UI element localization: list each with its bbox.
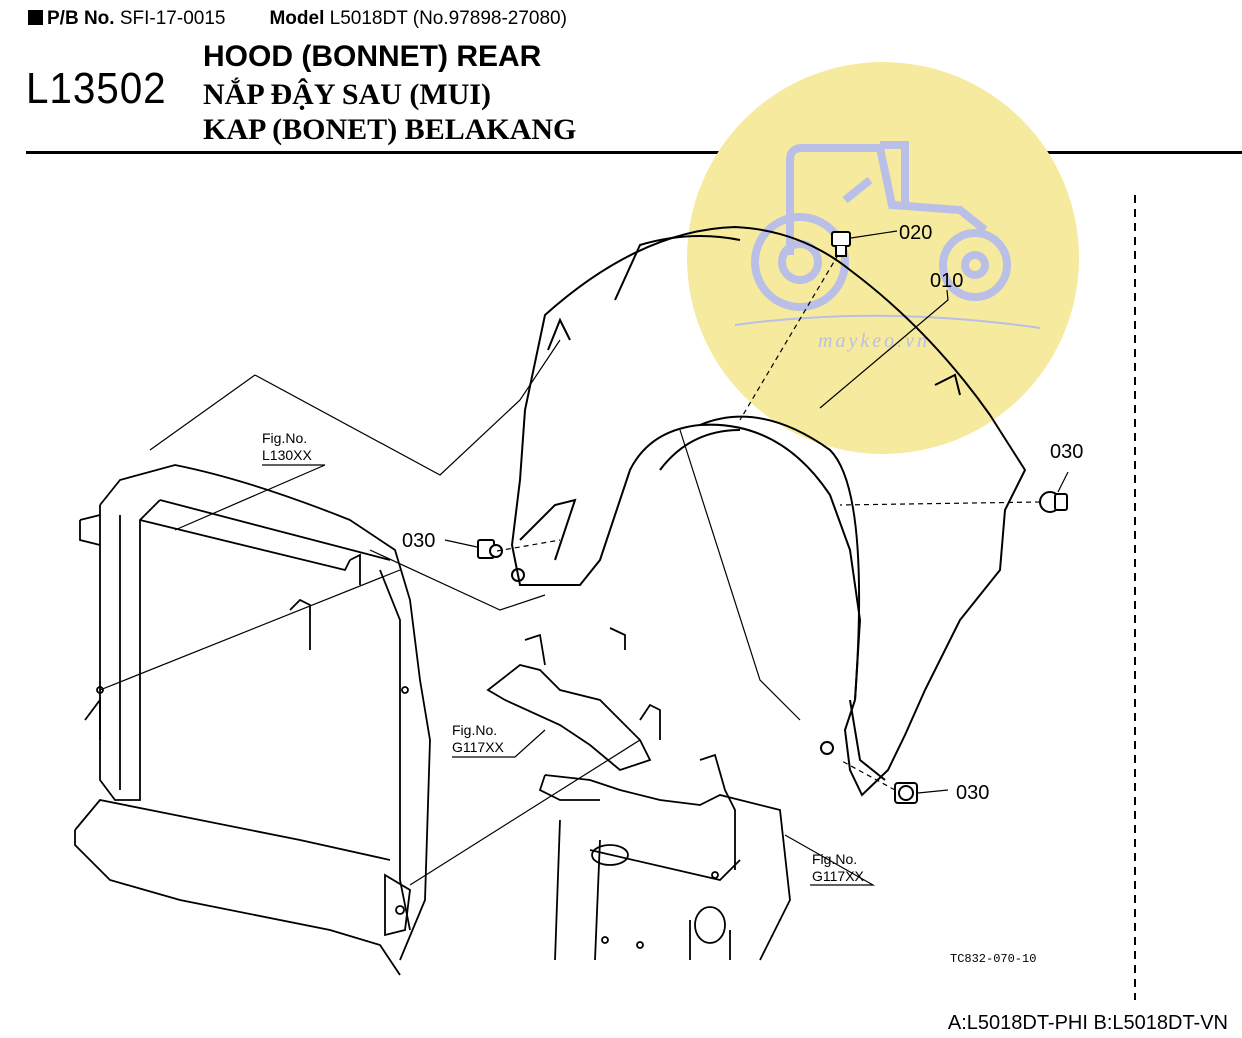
callout-030-left: 030 bbox=[402, 530, 435, 552]
title-english: HOOD (BONNET) REAR bbox=[203, 40, 542, 73]
callout-030-bottom: 030 bbox=[956, 782, 989, 804]
header-line: P/B No. SFI-17-0015 Model L5018DT (No.978… bbox=[28, 8, 567, 30]
model-value: L5018DT (No.97898-27080) bbox=[329, 8, 567, 29]
drawing-id: TC832-070-10 bbox=[950, 952, 1036, 966]
hood-rear-part bbox=[510, 225, 1027, 797]
title-vietnamese: NẮP ĐẬY SAU (MUI) bbox=[203, 78, 492, 111]
watermark-logo: maykeo.vn bbox=[687, 62, 1079, 454]
pb-label: P/B No. bbox=[47, 8, 115, 29]
pb-value: SFI-17-0015 bbox=[119, 8, 226, 29]
radiator-frame bbox=[74, 464, 431, 976]
hood-support-frame bbox=[486, 627, 791, 961]
fig-ref-label-1: Fig.No. bbox=[262, 430, 307, 446]
watermark-circle bbox=[687, 62, 1079, 454]
callout-020: 020 bbox=[899, 222, 932, 244]
bolt-030-bottom-icon bbox=[894, 782, 918, 804]
title-indonesian: KAP (BONET) BELAKANG bbox=[203, 113, 577, 146]
bolt-030-right-icon bbox=[1039, 491, 1068, 513]
fig-ref-1: L130XX bbox=[262, 447, 312, 463]
model-label: Model bbox=[269, 8, 325, 29]
callout-030-right: 030 bbox=[1050, 441, 1083, 463]
fig-ref-2: G117XX bbox=[452, 739, 505, 755]
header-rule bbox=[26, 151, 1242, 154]
bolts bbox=[477, 231, 1068, 804]
callout-010: 010 bbox=[930, 270, 963, 292]
figure-code: L13502 bbox=[26, 64, 167, 113]
fig-ref-3: G117XX bbox=[812, 868, 865, 884]
fig-ref-label-2: Fig.No. bbox=[452, 722, 497, 738]
watermark-text: maykeo.vn bbox=[818, 330, 930, 352]
fig-ref-label-3: Fig.No. bbox=[812, 851, 857, 867]
bolt-030-left-icon bbox=[477, 539, 503, 559]
bullet-square-icon bbox=[28, 10, 43, 25]
footer-note: A:L5018DT-PHI B:L5018DT-VN bbox=[947, 1012, 1228, 1034]
leader-lines bbox=[99, 230, 1069, 886]
tractor-icon bbox=[751, 141, 1011, 311]
bolt-020-icon bbox=[831, 231, 851, 257]
